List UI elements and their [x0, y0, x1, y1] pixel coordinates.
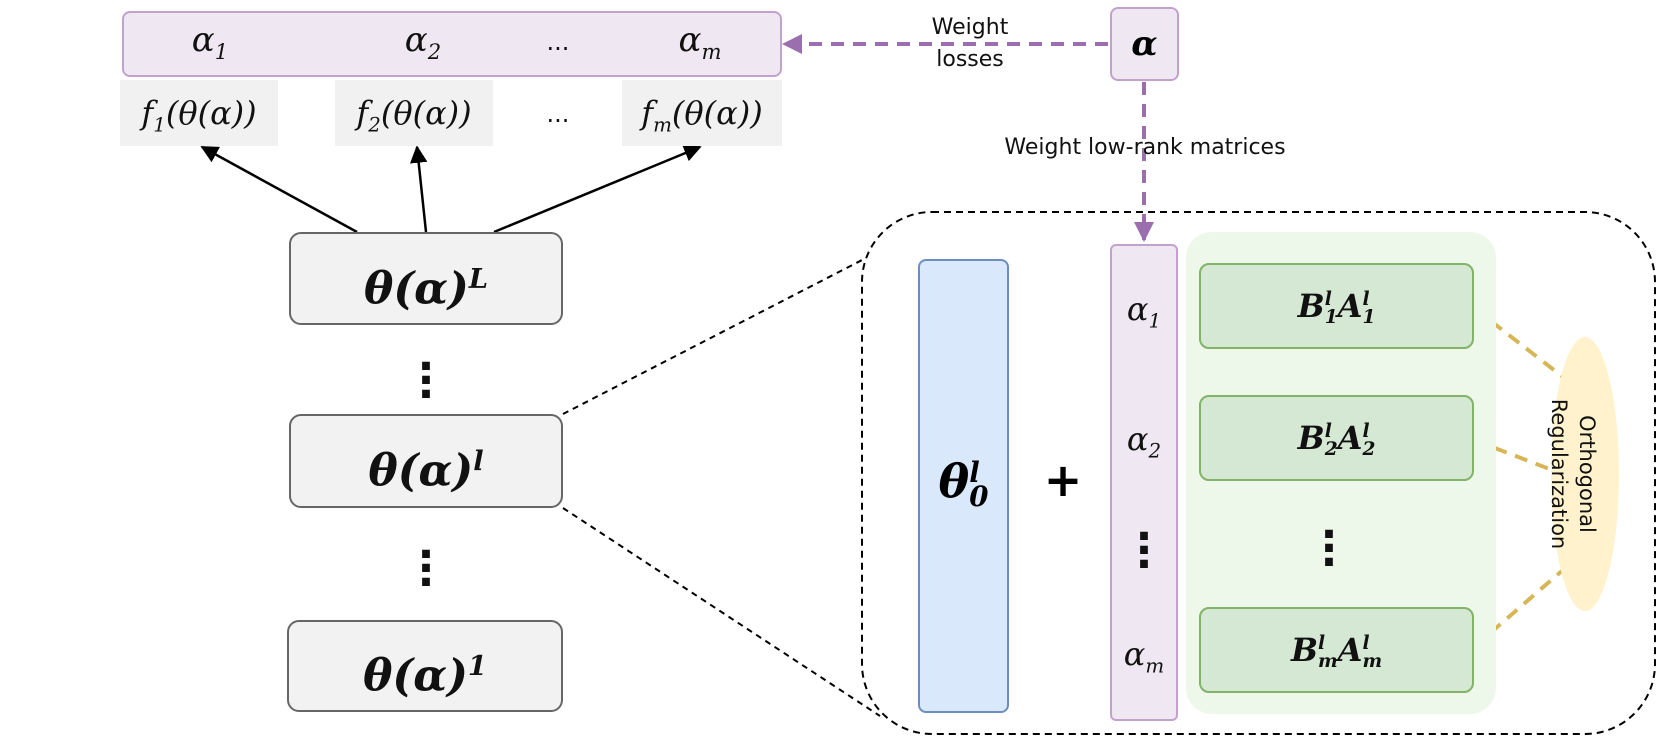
zoom-panel-border	[861, 211, 1656, 735]
caption-weight-losses: Weight losses	[931, 15, 1009, 72]
arrow-to-f1	[200, 145, 358, 234]
col-alpha-2: α2	[1126, 420, 1162, 463]
top-alpha-2: α2	[404, 20, 442, 64]
lowrank-vdots: ···	[1320, 509, 1338, 588]
zoom-line-top	[562, 257, 867, 415]
alpha-source: α	[1110, 7, 1179, 81]
ortho-link-2	[1473, 438, 1553, 472]
objective-fm: fm(θ(α))	[622, 80, 782, 146]
col-alpha-vdots: ···	[1135, 511, 1153, 590]
col-alpha-1: α1	[1126, 290, 1162, 333]
objective-ellipsis: ...	[546, 100, 570, 128]
layer-1: θ(α)1	[287, 620, 563, 712]
arrow-to-f2	[409, 145, 428, 233]
layer-vdots-upper: ···	[417, 341, 435, 420]
top-alpha-m: αm	[678, 20, 722, 64]
objective-f2: f2(θ(α))	[335, 80, 493, 146]
orthogonal-regularization-label: Orthogonal Regularization	[1547, 398, 1599, 550]
ortho-link-m	[1472, 568, 1565, 649]
layer-l: θ(α)l	[289, 414, 563, 508]
top-alpha-ellipsis: ...	[546, 28, 570, 56]
top-alpha-1: α1	[191, 20, 229, 64]
layer-vdots-lower: ···	[417, 529, 435, 608]
orthogonal-regularization-ellipse	[1551, 337, 1619, 611]
col-alpha-m: αm	[1123, 635, 1165, 678]
ortho-link-1	[1472, 306, 1565, 379]
zoom-line-bottom	[562, 507, 881, 717]
plus-sign: +	[1043, 453, 1083, 507]
caption-weight-lowrank: Weight low-rank matrices	[1004, 135, 1286, 160]
alpha-column	[1110, 244, 1178, 721]
arrow-to-fm	[493, 144, 702, 234]
alpha-weights-bar	[122, 11, 782, 77]
layer-L: θ(α)L	[289, 232, 563, 325]
objective-f1: f1(θ(α))	[120, 80, 278, 146]
